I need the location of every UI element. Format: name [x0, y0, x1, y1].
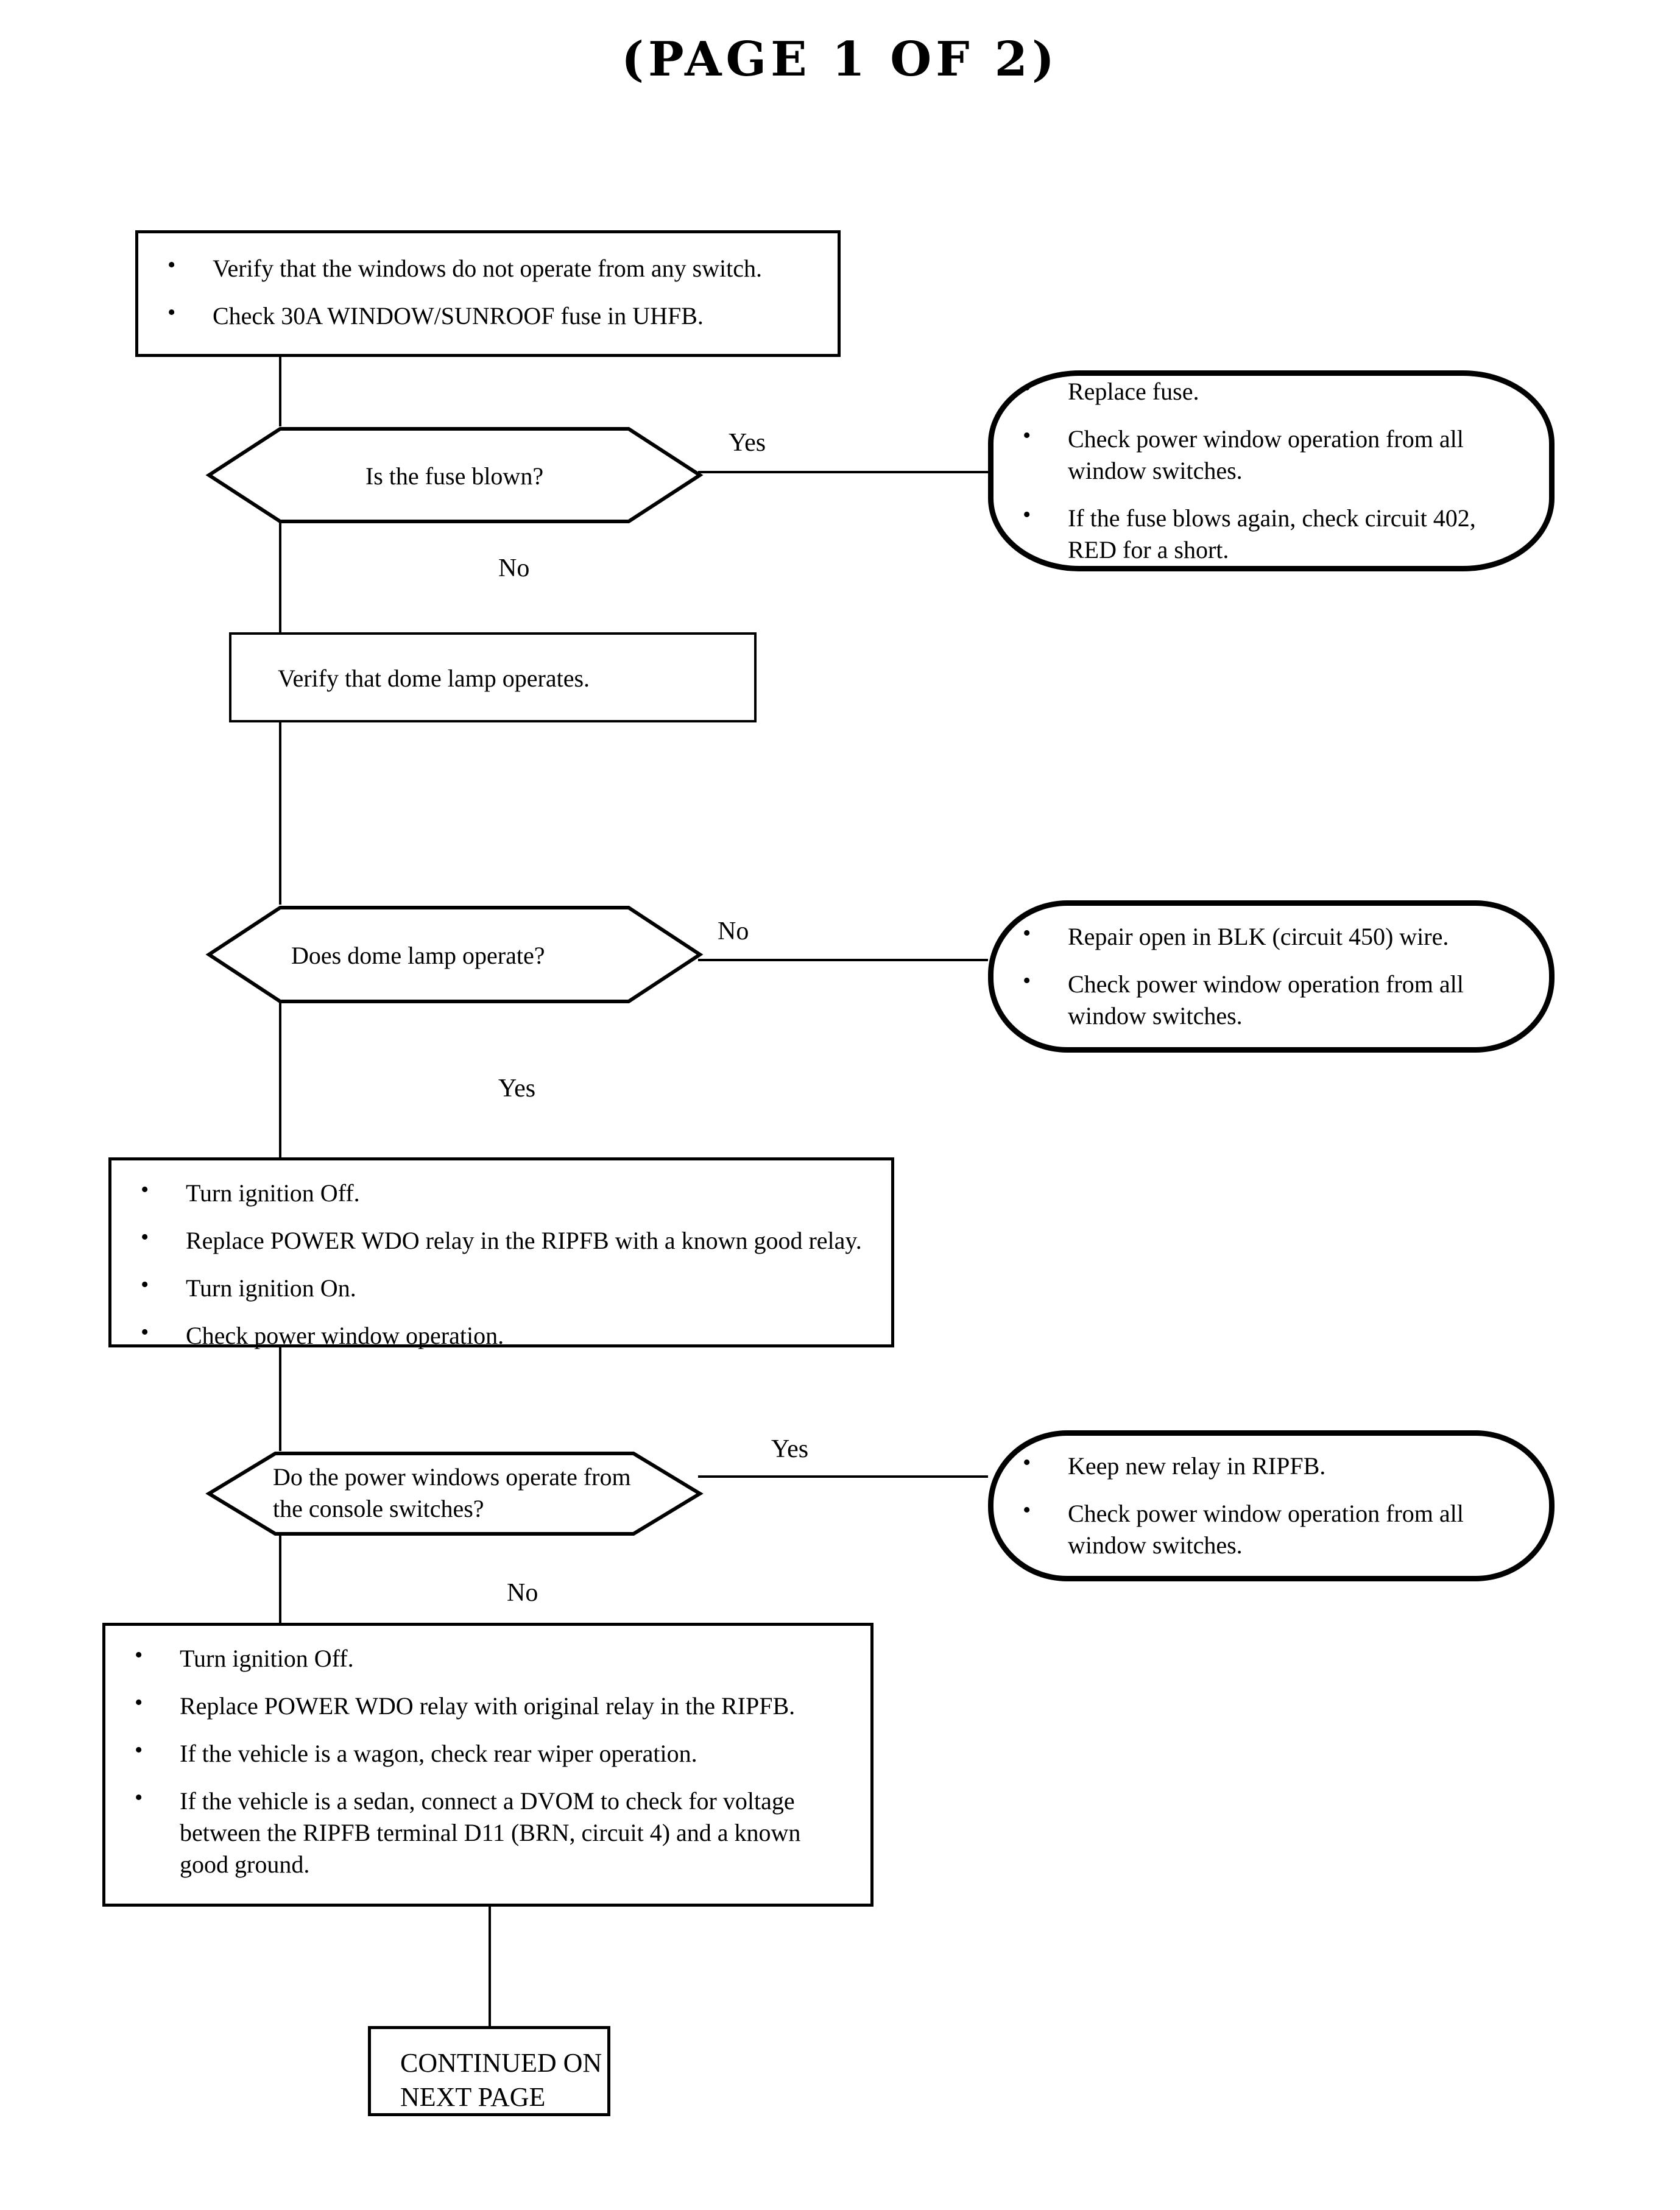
hexagon-shape [205, 427, 704, 523]
decision-label: Does dome lamp operate? [291, 942, 545, 969]
bullet-list: Keep new relay in RIPFB. Check power win… [994, 1448, 1549, 1561]
branch-label-no-3: No [507, 1579, 538, 1607]
terminator-content: Repair open in BLK (circuit 450) wire. C… [994, 906, 1549, 1047]
connector-decision1-to-step2 [279, 523, 281, 632]
bullet-list: Verify that the windows do not operate f… [138, 250, 827, 332]
process-box-step3: Turn ignition Off. Replace POWER WDO rel… [108, 1157, 894, 1349]
hexagon-shape [205, 906, 704, 1003]
branch-label-no-1: No [498, 554, 530, 582]
list-item: Turn ignition Off. [105, 1640, 849, 1675]
branch-label-no-2: No [718, 917, 749, 945]
decision-label-line1: Do the power windows operate from [273, 1463, 631, 1491]
terminator-content: Replace fuse. Check power window operati… [994, 373, 1549, 566]
continued-on-next-page-box: CONTINUED ON NEXT PAGE [368, 2026, 610, 2116]
decision-is-fuse-blown: Is the fuse blown? [205, 426, 704, 524]
list-item: Verify that the windows do not operate f… [138, 250, 827, 284]
branch-label-yes-3: Yes [771, 1435, 809, 1463]
branch-label-yes-1: Yes [729, 429, 766, 457]
page-title: (PAGE 1 OF 2) [621, 32, 1059, 87]
decision-label-line2: the console switches? [273, 1495, 484, 1522]
list-item: Repair open in BLK (circuit 450) wire. [994, 919, 1525, 953]
terminator-repair-open-blk: Repair open in BLK (circuit 450) wire. C… [988, 900, 1555, 1053]
list-item: If the vehicle is a sedan, connect a DVO… [105, 1783, 849, 1880]
bullet-list: Replace fuse. Check power window operati… [994, 373, 1549, 566]
connector-decision2-no [698, 959, 988, 961]
process-box-step1: Verify that the windows do not operate f… [135, 230, 841, 357]
list-item: If the vehicle is a wagon, check rear wi… [105, 1735, 849, 1770]
connector-step2-to-decision2 [279, 722, 281, 905]
continued-text: CONTINUED ON NEXT PAGE [400, 2048, 602, 2113]
list-item: Keep new relay in RIPFB. [994, 1448, 1525, 1482]
list-item: Turn ignition On. [111, 1270, 867, 1304]
list-item: If the fuse blows again, check circuit 4… [994, 500, 1525, 566]
connector-decision3-to-step4 [279, 1535, 281, 1623]
process-box-verify-dome-lamp: Verify that dome lamp operates. [229, 632, 757, 722]
decision-does-dome-lamp-operate: Does dome lamp operate? [205, 905, 704, 1004]
list-item: Check 30A WINDOW/SUNROOF fuse in UHFB. [138, 298, 827, 332]
terminator-keep-new-relay: Keep new relay in RIPFB. Check power win… [988, 1430, 1555, 1581]
process-text: Verify that dome lamp operates. [278, 665, 590, 692]
connector-decision1-yes [698, 471, 988, 473]
list-item: Replace POWER WDO relay with original re… [105, 1688, 849, 1722]
list-item: Replace fuse. [994, 373, 1525, 408]
terminator-content: Keep new relay in RIPFB. Check power win… [994, 1436, 1549, 1576]
list-item: Check power window operation. [111, 1318, 867, 1352]
decision-power-windows-console-switches: Do the power windows operate from the co… [205, 1451, 704, 1536]
hexagon-shape [205, 1452, 704, 1536]
list-item: Check power window operation from all wi… [994, 1495, 1525, 1561]
bullet-list: Turn ignition Off. Replace POWER WDO rel… [111, 1175, 867, 1352]
connector-step4-to-continued [489, 1906, 491, 2028]
list-item: Turn ignition Off. [111, 1175, 867, 1209]
connector-step1-to-decision1 [279, 357, 281, 426]
decision-label: Is the fuse blown? [365, 462, 544, 490]
list-item: Check power window operation from all wi… [994, 966, 1525, 1032]
bullet-list: Turn ignition Off. Replace POWER WDO rel… [105, 1640, 849, 1880]
terminator-replace-fuse: Replace fuse. Check power window operati… [988, 370, 1555, 571]
connector-step3-to-decision3 [279, 1347, 281, 1451]
branch-label-yes-2: Yes [498, 1075, 536, 1103]
list-item: Check power window operation from all wi… [994, 421, 1525, 487]
connector-decision3-yes [698, 1475, 988, 1478]
connector-decision2-to-step3 [279, 1000, 281, 1159]
bullet-list: Repair open in BLK (circuit 450) wire. C… [994, 919, 1549, 1032]
process-box-step4: Turn ignition Off. Replace POWER WDO rel… [102, 1623, 874, 1907]
list-item: Replace POWER WDO relay in the RIPFB wit… [111, 1223, 867, 1257]
